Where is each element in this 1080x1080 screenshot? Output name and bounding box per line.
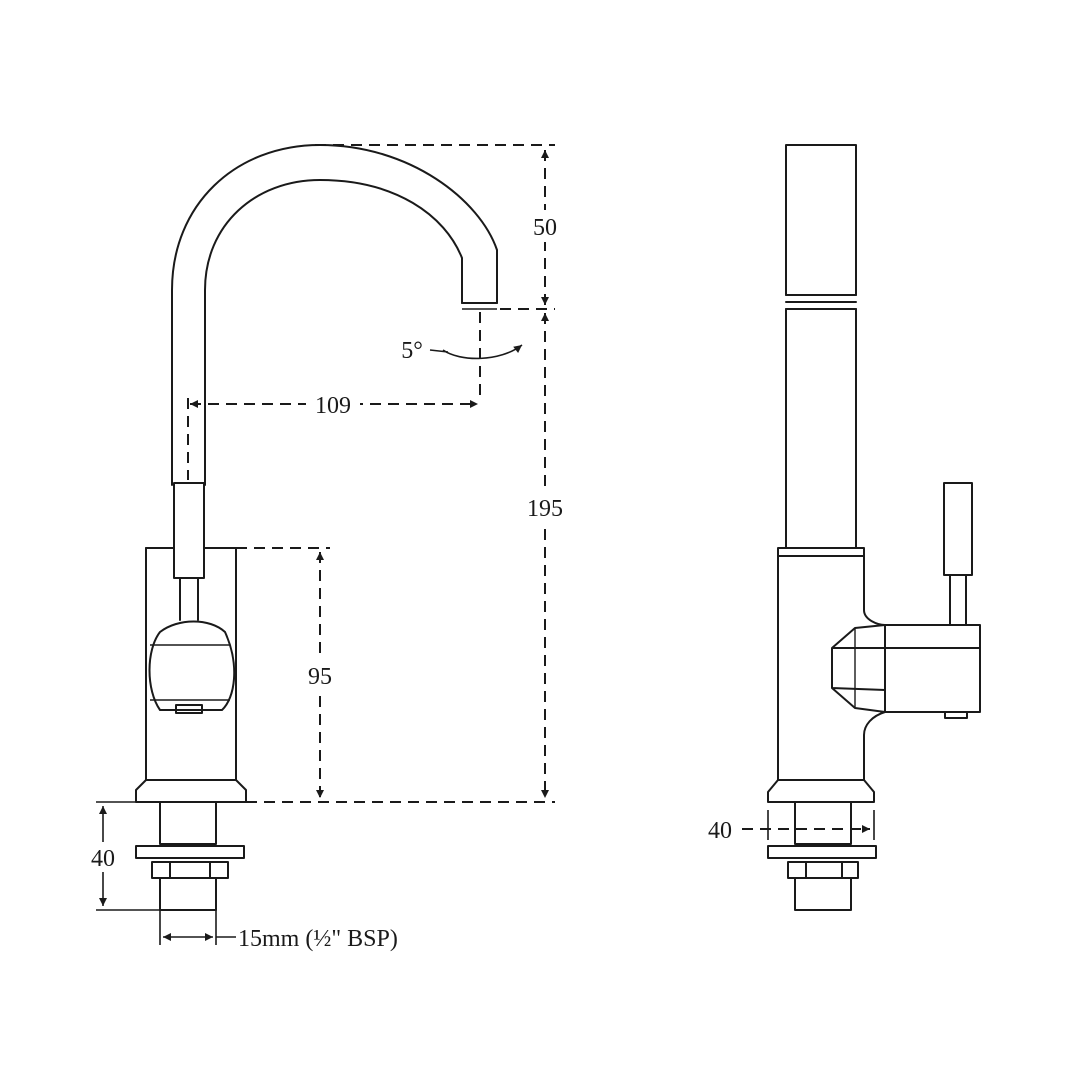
shank-lower	[159, 877, 217, 911]
shank-upper	[159, 801, 217, 845]
spout-collar	[173, 482, 205, 579]
lever-stem	[179, 577, 199, 621]
front-dimensions: 50 195 5° 109 95 40 15mm (½" B	[84, 144, 570, 952]
side-spout-column	[785, 308, 857, 549]
angle-leader	[429, 349, 449, 353]
dim-50-label: 50	[533, 215, 557, 241]
lever-hub	[148, 620, 236, 711]
lever-hub-notch	[175, 704, 203, 714]
side-lever-facets	[831, 624, 981, 713]
side-shank-upper	[794, 801, 852, 845]
spout-inner-curve	[204, 179, 463, 486]
side-lever-handle	[943, 482, 973, 576]
side-base-flange	[767, 779, 875, 803]
side-fixing-nut	[787, 861, 859, 879]
fixing-washer	[135, 845, 245, 859]
lever-hub-inner	[150, 644, 230, 701]
dim-40-label: 40	[91, 846, 115, 872]
side-shank-lower	[794, 877, 852, 911]
dim-109-label: 109	[315, 393, 351, 419]
angle-arc	[442, 344, 523, 360]
side-spout-band	[785, 294, 857, 310]
front-view	[135, 144, 498, 911]
side-dim-40-label: 40	[708, 818, 732, 844]
side-dimensions: 40	[700, 810, 875, 844]
side-lever-stem	[949, 574, 967, 626]
conn-label: 15mm (½" BSP)	[238, 926, 398, 952]
side-lever-facet-inner	[854, 625, 886, 712]
dim-195-label: 195	[527, 496, 563, 522]
body-outline	[145, 547, 237, 781]
base-flange	[135, 779, 247, 803]
side-lever-hub	[884, 624, 981, 713]
spout-outer-curve	[171, 144, 498, 486]
side-body-collar	[777, 547, 865, 557]
side-fixing-washer	[767, 845, 877, 859]
dim-95-label: 95	[308, 664, 332, 690]
side-spout-top	[785, 144, 857, 296]
side-view	[767, 144, 981, 911]
fixing-nut	[151, 861, 229, 879]
angle-label: 5°	[401, 338, 423, 364]
side-lever-notch	[944, 711, 968, 719]
